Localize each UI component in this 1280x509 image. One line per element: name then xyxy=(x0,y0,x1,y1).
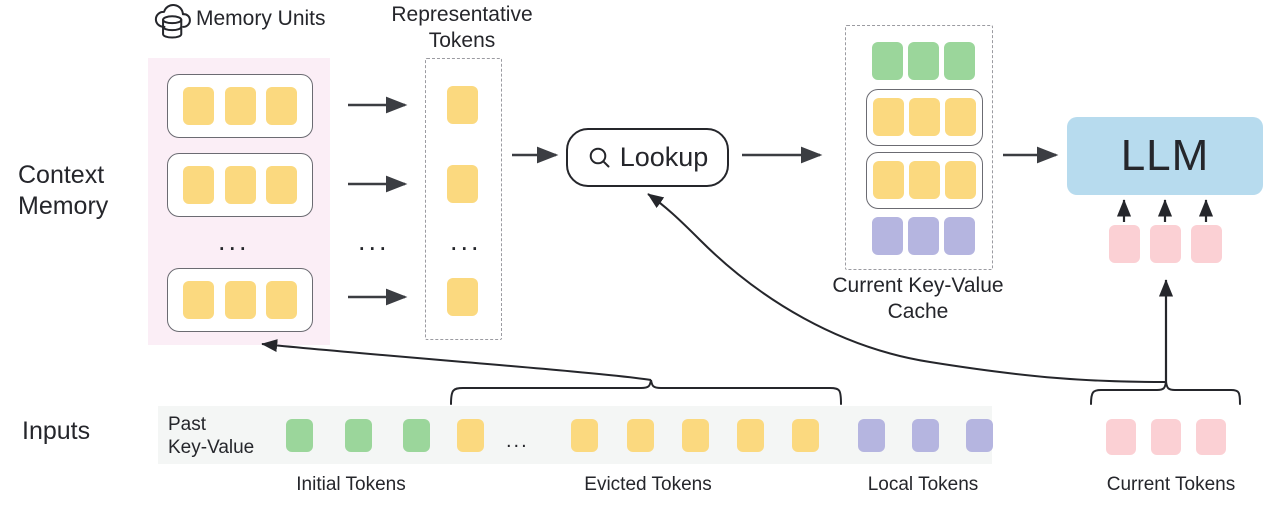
brace-evicted-tokens xyxy=(450,379,842,405)
input-token-local xyxy=(858,419,885,452)
kv-token-retrieved xyxy=(945,98,976,136)
kv-token-initial xyxy=(872,42,903,80)
input-token-evicted xyxy=(457,419,484,452)
arrow-evicted-to-context-memory xyxy=(261,339,652,381)
heading-representative-tokens: Representative Tokens xyxy=(391,3,533,52)
input-token-evicted xyxy=(737,419,764,452)
representative-token-3 xyxy=(447,278,478,316)
arrows-ellipsis: ... xyxy=(358,226,390,256)
kv-token-retrieved xyxy=(945,161,976,199)
input-tokens-ellipsis: ... xyxy=(506,430,529,452)
input-token-evicted xyxy=(792,419,819,452)
kv-retrieved-unit-2 xyxy=(866,152,983,209)
memory-unit-3[interactable] xyxy=(167,268,313,332)
kv-token-initial xyxy=(944,42,975,80)
search-icon xyxy=(587,145,613,171)
memory-units-ellipsis: ... xyxy=(218,226,250,256)
brace-current-tokens xyxy=(1090,381,1241,405)
kv-token-local xyxy=(908,217,939,255)
lookup-button[interactable]: Lookup xyxy=(566,128,729,187)
kv-token-local xyxy=(944,217,975,255)
input-token-local xyxy=(912,419,939,452)
inputs-inline-label: Past Key-Value xyxy=(168,414,255,459)
kv-token-retrieved xyxy=(873,161,904,199)
representative-tokens-container xyxy=(425,58,502,340)
memory-token xyxy=(266,87,297,125)
bottom-label-current-tokens: Current Tokens xyxy=(1106,474,1236,495)
memory-token xyxy=(183,281,214,319)
row-label-context-memory: Context Memory xyxy=(18,161,109,220)
heading-current-kv-cache: Current Key-Value Cache xyxy=(832,274,1004,323)
memory-token xyxy=(225,87,256,125)
input-token-evicted xyxy=(682,419,709,452)
representative-tokens-ellipsis: ... xyxy=(450,226,482,256)
kv-token-retrieved xyxy=(909,161,940,199)
memory-token xyxy=(225,166,256,204)
kv-token-retrieved xyxy=(873,98,904,136)
input-token-initial xyxy=(345,419,372,452)
input-token-initial xyxy=(403,419,430,452)
memory-token xyxy=(183,87,214,125)
memory-token xyxy=(225,281,256,319)
input-token-initial xyxy=(286,419,313,452)
llm-label: LLM xyxy=(1120,131,1210,180)
representative-token-2 xyxy=(447,165,478,203)
kv-token-initial xyxy=(908,42,939,80)
input-token-current xyxy=(1106,419,1136,455)
input-token-current xyxy=(1196,419,1226,455)
memory-token xyxy=(266,281,297,319)
bottom-label-evicted-tokens: Evicted Tokens xyxy=(584,474,712,495)
llm-input-token xyxy=(1109,225,1140,263)
kv-token-retrieved xyxy=(909,98,940,136)
kv-token-local xyxy=(872,217,903,255)
memory-unit-2[interactable] xyxy=(167,153,313,217)
llm-box[interactable]: LLM xyxy=(1067,117,1263,195)
input-token-local xyxy=(966,419,993,452)
bottom-label-initial-tokens: Initial Tokens xyxy=(296,474,406,495)
llm-input-token xyxy=(1150,225,1181,263)
input-token-evicted xyxy=(571,419,598,452)
representative-token-1 xyxy=(447,86,478,124)
kv-retrieved-unit-1 xyxy=(866,89,983,146)
row-label-inputs: Inputs xyxy=(22,417,91,445)
memory-token xyxy=(266,166,297,204)
heading-memory-units: Memory Units xyxy=(196,7,326,30)
bottom-label-local-tokens: Local Tokens xyxy=(867,474,979,495)
llm-input-token xyxy=(1191,225,1222,263)
input-token-current xyxy=(1151,419,1181,455)
lookup-label: Lookup xyxy=(619,142,709,172)
memory-unit-1[interactable] xyxy=(167,74,313,138)
input-token-evicted xyxy=(627,419,654,452)
cloud-database-icon xyxy=(153,2,199,48)
memory-token xyxy=(183,166,214,204)
